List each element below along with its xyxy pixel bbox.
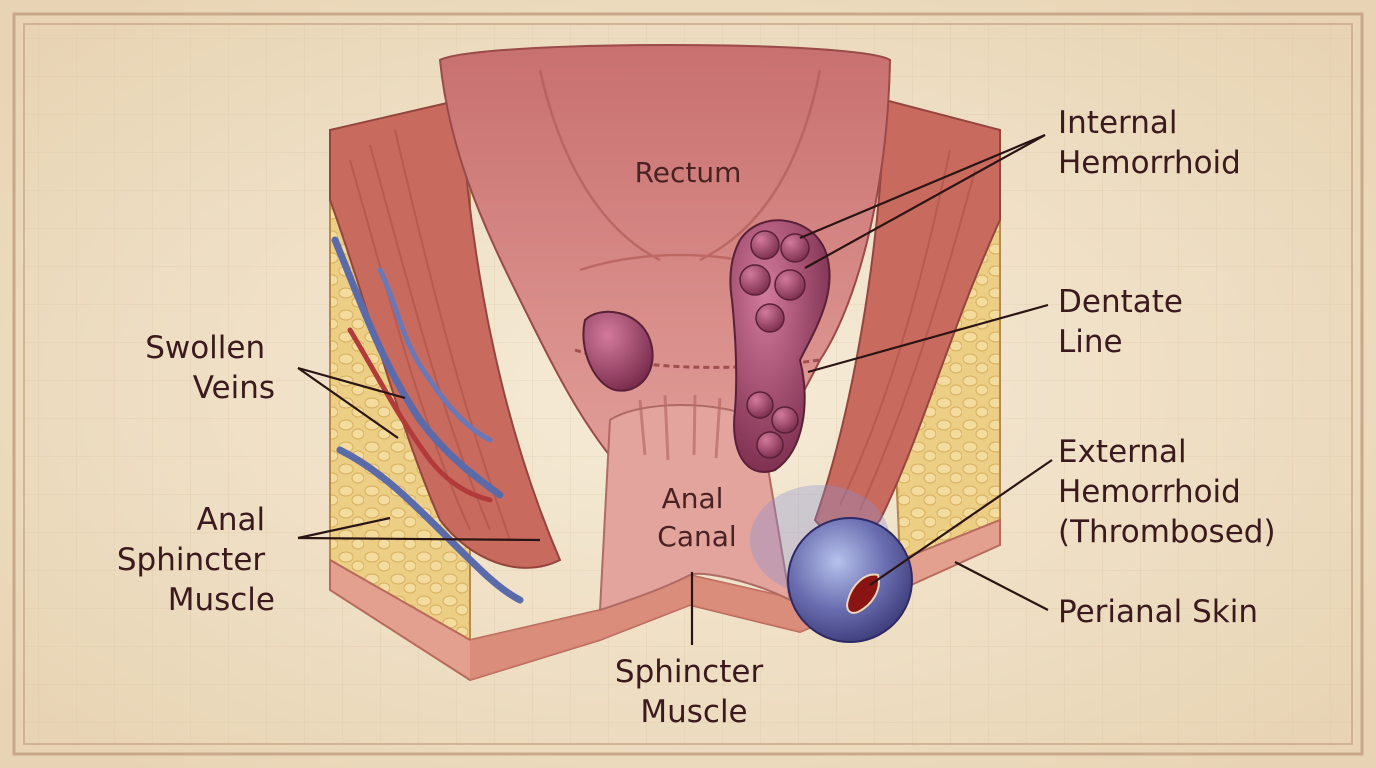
hemorrhoid-nodule xyxy=(756,431,784,459)
label-sphincter-muscle: Sphincter Muscle xyxy=(615,654,773,730)
leader-dentate-line xyxy=(807,303,1049,374)
leader-perianal-skin xyxy=(954,561,1049,611)
vein-left-3 xyxy=(377,267,493,443)
leader-anal-sphincter-1 xyxy=(297,516,391,540)
small-hemorrhoid-left xyxy=(582,310,654,392)
external-hemorrhoid xyxy=(750,485,913,643)
leader-swollen-veins-2 xyxy=(297,367,399,439)
vein-left-1 xyxy=(331,236,504,499)
external-hemorrhoid-body xyxy=(787,517,913,643)
hemorrhoid-nodule xyxy=(746,391,774,419)
leader-internal-hemorrhoid-2 xyxy=(804,134,1046,269)
hemorrhoid-nodule xyxy=(774,269,806,301)
leader-lines xyxy=(297,133,1053,645)
label-anal-canal: Anal Canal xyxy=(657,482,736,553)
hemorrhoid-nodule xyxy=(771,406,799,434)
hemorrhoid-nodule xyxy=(739,264,771,296)
label-perianal-skin: Perianal Skin xyxy=(1058,594,1258,630)
hemorrhoid-nodule xyxy=(780,233,810,263)
hemorrhoid-nodule xyxy=(755,303,785,333)
label-rectum: Rectum xyxy=(635,156,742,189)
label-dentate-line: Dentate Line xyxy=(1058,284,1193,360)
outer-frame xyxy=(12,12,1364,756)
leader-swollen-veins-1 xyxy=(297,366,406,400)
anal-columns xyxy=(638,394,722,461)
labels: Rectum Internal Hemorrhoid Dentate Line … xyxy=(117,105,1276,730)
internal-hemorrhoid xyxy=(582,219,831,473)
leader-internal-hemorrhoid-1 xyxy=(799,133,1046,240)
label-internal-hemorrhoid: Internal Hemorrhoid xyxy=(1058,105,1241,181)
label-swollen-veins: Swollen Veins xyxy=(145,330,275,406)
leader-anal-sphincter-2 xyxy=(297,536,541,542)
artery-left xyxy=(347,327,493,503)
hemorrhoid-nodule xyxy=(750,230,780,260)
label-external-hemorrhoid: External Hemorrhoid (Thrombosed) xyxy=(1058,434,1276,550)
inner-frame xyxy=(23,23,1353,745)
label-anal-sphincter-muscle: Anal Sphincter Muscle xyxy=(117,502,275,618)
right-muscle-striations xyxy=(839,149,976,511)
leader-external-hemorrhoid xyxy=(869,459,1053,586)
